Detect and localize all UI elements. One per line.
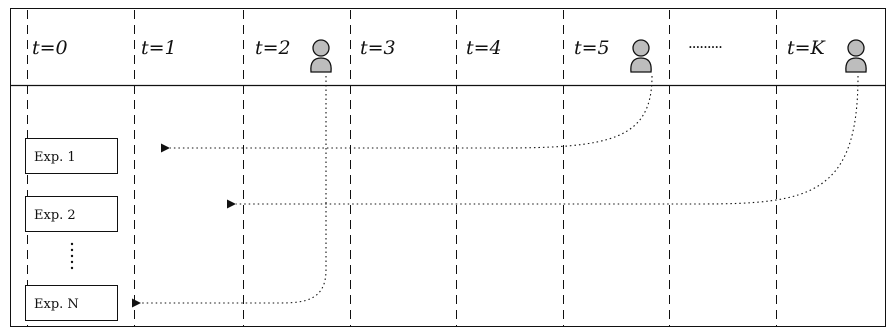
time-label-4: t=4 [466,37,502,59]
experiment-label: Exp. 2 [34,208,76,223]
diagram-frame [10,8,886,327]
experiment-label: Exp. N [34,297,79,312]
time-label-3: t=3 [360,37,396,59]
time-separators [27,10,777,326]
experiment-box [25,138,118,174]
experiment-list: Exp. 1 Exp. 2 Exp. N [25,138,118,321]
dotted-arrow [227,75,859,209]
assignment-arrows [132,75,859,308]
vertical-ellipsis [70,242,74,270]
experiment-box [25,196,118,232]
time-label-ellipsis: ········· [688,38,722,56]
time-labels: t=0 t=1 t=2 t=3 t=4 t=5 ········· t=K [32,37,827,59]
user-icon [845,39,867,73]
experiment-box [25,285,118,321]
time-label-1: t=1 [141,37,177,59]
time-label-2: t=2 [255,37,291,59]
experiment-label: Exp. 1 [34,150,76,165]
time-label-k: t=K [787,37,827,59]
dotted-arrow [132,76,327,308]
dotted-arrow [161,75,653,153]
time-label-5: t=5 [574,37,610,59]
user-icon [310,39,332,73]
time-label-0: t=0 [32,37,68,59]
user-icon [630,39,652,73]
